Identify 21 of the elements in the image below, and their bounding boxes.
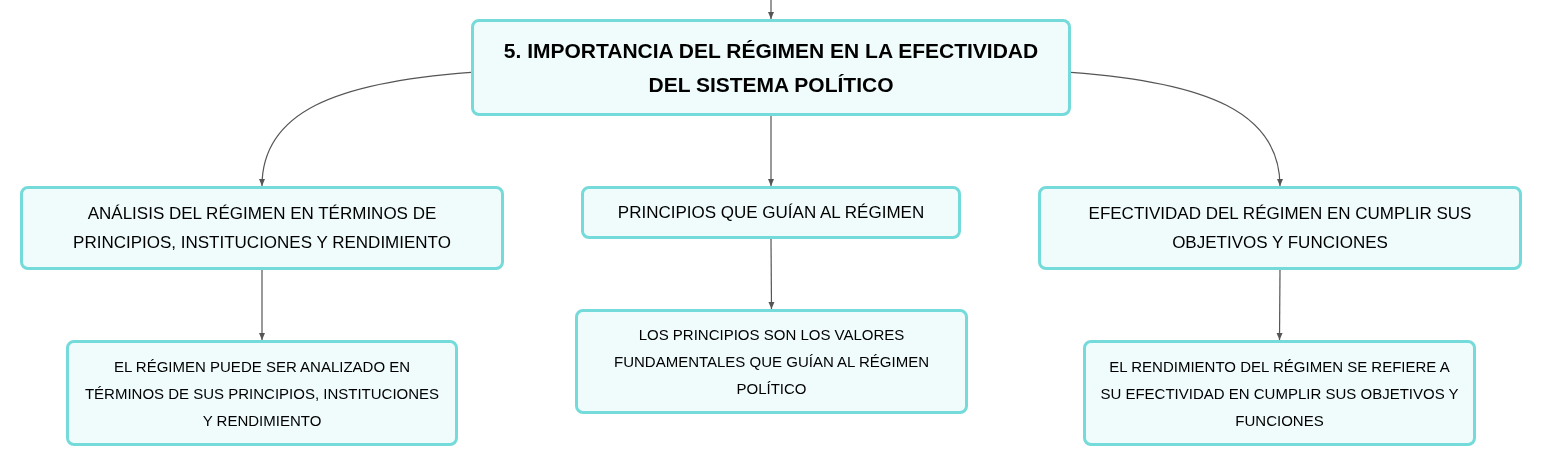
topic-box [1083, 340, 1476, 446]
topic-text: LOS PRINCIPIOS SON LOS VALORES FUNDAMENTALES QUE GUÍAN AL RÉGIMEN POLÍTICO [612, 325, 931, 399]
topic-text: EL RÉGIMEN PUEDE SER ANALIZADO EN TÉRMINOS DE SUS PRINCIPIOS, INSTITUCIONES Y RENDIMIENTO [83, 356, 441, 431]
topic-text: 5. IMPORTANCIA DEL RÉGIMEN EN LA EFECTIVIDAD DEL SISTEMA POLÍTICO [502, 37, 1040, 98]
topic-box [575, 309, 968, 414]
topic-text: ANÁLISIS DEL RÉGIMEN EN TÉRMINOS DE PRINCIPIOS, INSTITUCIONES Y RENDIMIENTO [72, 203, 452, 254]
connector-arrow [768, 0, 774, 20]
topic-box [1038, 186, 1522, 270]
topic-text: PRINCIPIOS QUE GUÍAN AL RÉGIMEN [617, 202, 925, 224]
topic-text: EFECTIVIDAD DEL RÉGIMEN EN CUMPLIR SUS OBJETIVOS Y FUNCIONES [1087, 203, 1473, 254]
connector-arrow [768, 238, 775, 310]
topic-text: EL RENDIMIENTO DEL RÉGIMEN SE REFIERE A SU EFECTIVIDAD EN CUMPLIR SUS OBJETIVOS Y FUNCIONES [1099, 356, 1460, 431]
connector-arrow [259, 269, 265, 341]
topic-box [20, 186, 504, 270]
topic-box [471, 19, 1071, 116]
connector-arrow [1276, 269, 1283, 341]
connector-arrow [1070, 71, 1283, 187]
connector-arrow [259, 71, 472, 187]
topic-box [66, 340, 458, 446]
topic-box [581, 186, 961, 239]
connector-arrow [768, 115, 774, 187]
